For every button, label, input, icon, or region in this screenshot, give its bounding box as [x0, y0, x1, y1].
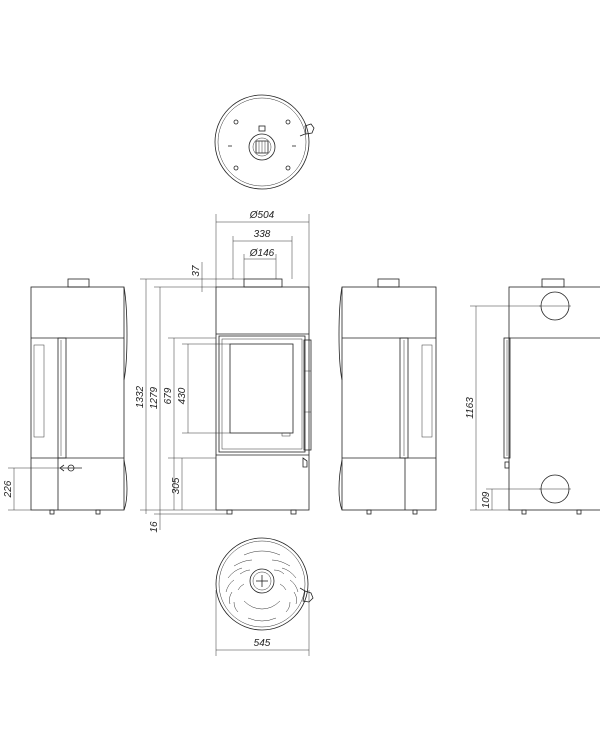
dimension-labels: Ø504 338 Ø146 37 1332 1279 679 430 305 1…	[3, 210, 492, 649]
rear-view	[503, 278, 600, 515]
dim-air-inlet-height: 226	[3, 480, 14, 498]
left-side-view	[30, 278, 128, 515]
bottom-view	[215, 537, 314, 631]
dim-top-width: 338	[254, 229, 271, 240]
dim-flue-height: 1279	[149, 386, 160, 409]
dim-rear-air-height: 109	[481, 491, 492, 508]
dim-door-bottom: 305	[171, 477, 182, 494]
dim-diameter-body: Ø504	[249, 210, 275, 221]
dim-top-offset: 37	[191, 265, 202, 277]
dim-foot-height: 16	[149, 521, 160, 533]
dim-base-width: 545	[254, 638, 271, 649]
dim-total-height: 1332	[135, 385, 146, 408]
top-view	[214, 94, 315, 190]
front-view	[215, 278, 312, 515]
dim-rear-flue-height: 1163	[465, 397, 476, 419]
right-side-view	[338, 278, 437, 515]
dim-glass-height: 430	[177, 387, 188, 404]
dimension-lines	[8, 214, 541, 656]
dim-door-height: 679	[163, 387, 174, 404]
dim-flue-diameter: Ø146	[249, 248, 275, 259]
